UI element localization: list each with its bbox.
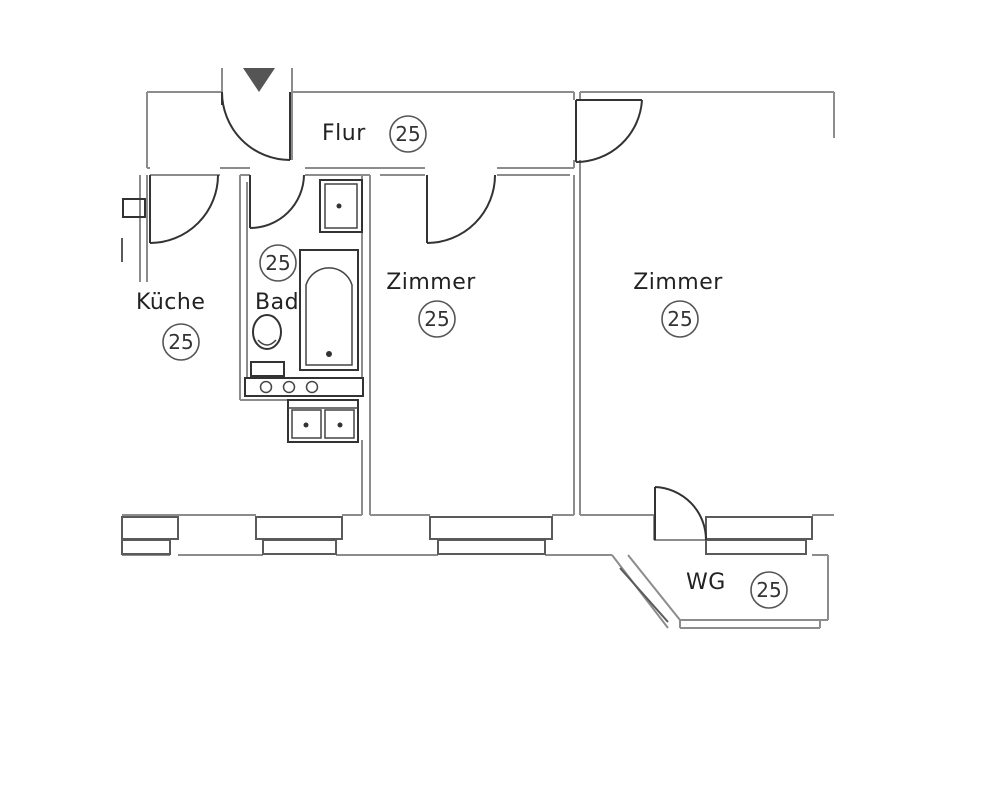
area-badge-number: 25: [395, 122, 420, 146]
area-badge-number: 25: [756, 578, 781, 602]
room-label: Zimmer: [633, 270, 723, 295]
room-flur: Flur 25: [322, 115, 427, 153]
area-badge-circle: [418, 300, 456, 338]
room-zimmer-1: Zimmer 25: [386, 270, 476, 338]
room-wg: WG 25: [686, 570, 788, 609]
entrance-triangle-icon: [243, 68, 275, 92]
area-badge-number: 25: [667, 307, 692, 331]
walls: [121, 68, 835, 629]
area-badge-circle: [259, 244, 297, 282]
area-badge-number: 25: [265, 251, 290, 275]
room-zimmer-2: Zimmer 25: [633, 270, 723, 338]
toilet-icon: [250, 314, 285, 377]
room-label: Bad: [255, 290, 299, 315]
room-label: Flur: [322, 121, 366, 146]
stove-icon: [244, 377, 364, 397]
bathtub-icon: [299, 249, 359, 371]
meter-box-icon: [122, 198, 146, 218]
area-badge-circle: [750, 571, 788, 609]
room-bad: 25 Bad: [255, 244, 299, 315]
area-badge-circle: [389, 115, 427, 153]
sink-icon: [287, 399, 359, 443]
room-label: Küche: [136, 290, 205, 315]
area-badge-number: 25: [168, 330, 193, 354]
windows: [121, 516, 813, 623]
room-label: Zimmer: [386, 270, 476, 295]
doors: [149, 91, 707, 541]
area-badge-circle: [661, 300, 699, 338]
room-kueche: Küche 25: [136, 290, 205, 361]
area-badge-number: 25: [424, 307, 449, 331]
room-label: WG: [686, 570, 726, 595]
area-badge-circle: [162, 323, 200, 361]
washbasin-icon: [319, 179, 363, 233]
